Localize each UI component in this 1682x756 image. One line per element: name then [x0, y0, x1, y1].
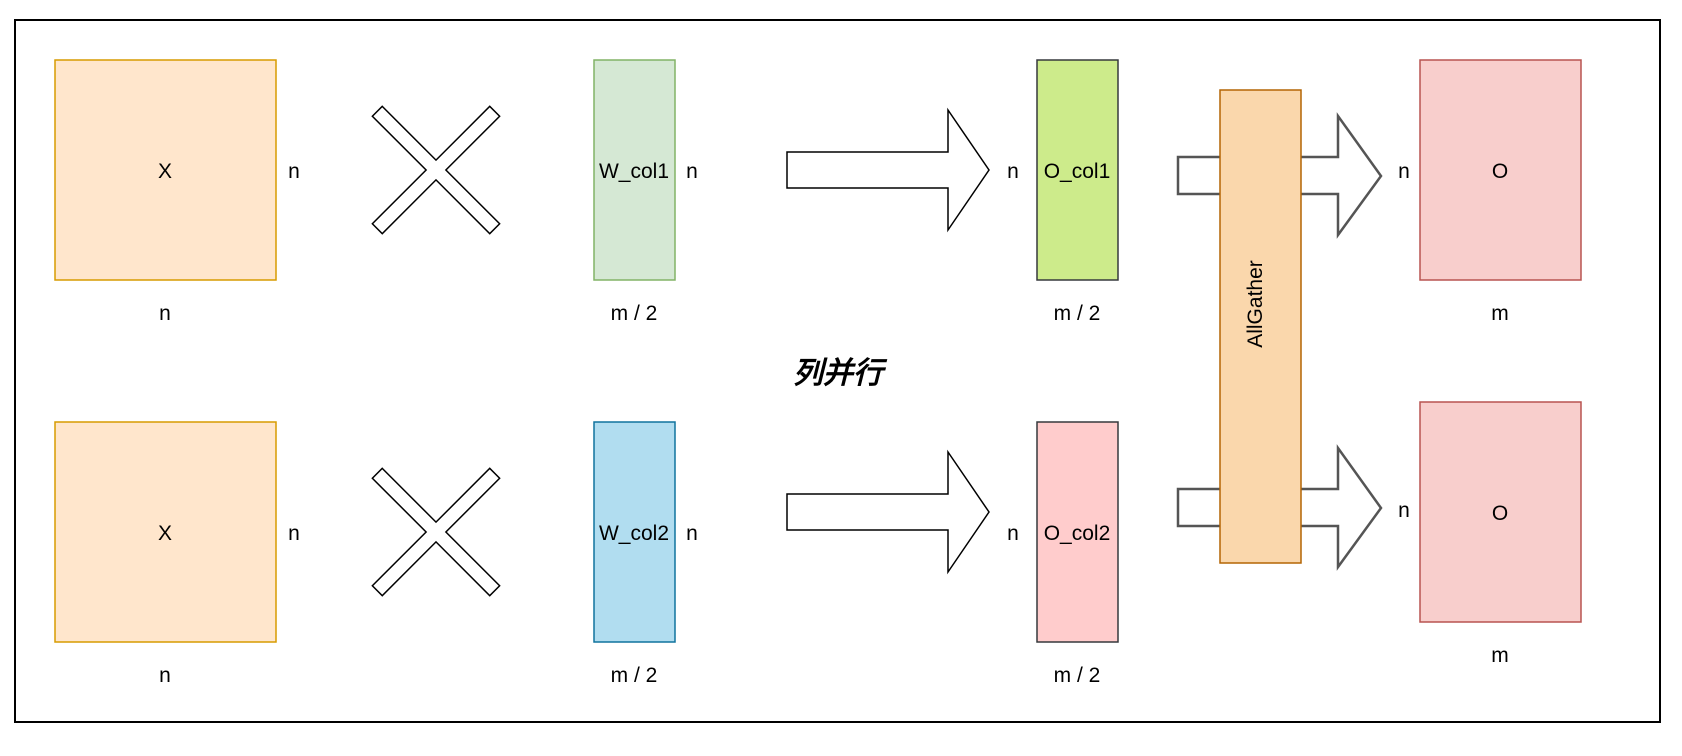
w-col2-side-dim: n: [686, 522, 698, 545]
o-side-dim-row2: n: [1398, 499, 1410, 522]
allgather-input-bracket-row2: [1176, 487, 1220, 528]
x-matrix-row1: [54, 59, 277, 281]
diagram-border: [14, 19, 1661, 723]
o-col1-label: O_col1: [1044, 160, 1111, 183]
w-col1-bottom-dim: m / 2: [611, 302, 658, 325]
x-side-dim-row1: n: [288, 160, 300, 183]
diagram-title: 列并行: [793, 356, 888, 391]
o-matrix-row1: [1419, 59, 1582, 281]
o-col2-label: O_col2: [1044, 522, 1111, 545]
o-bottom-dim-row1: m: [1491, 302, 1509, 325]
o-col2-matrix: [1036, 421, 1119, 643]
o-col1-matrix: [1036, 59, 1119, 281]
o-side-dim-row1: n: [1398, 160, 1410, 183]
w-col2-bottom-dim: m / 2: [611, 664, 658, 687]
right-block-arrow-icon: [786, 449, 990, 575]
w-col1-matrix: [593, 59, 676, 281]
o-col1-side-dim: n: [1007, 160, 1019, 183]
right-block-arrow-icon: [1298, 112, 1383, 239]
x-side-dim-row2: n: [288, 522, 300, 545]
w-col2-matrix: [593, 421, 676, 643]
allgather-label: AllGather: [1244, 260, 1267, 348]
o-label-row1: O: [1492, 160, 1508, 183]
multiply-cross-icon: [371, 467, 501, 597]
x-label-row2: X: [158, 522, 172, 545]
allgather-block: [1219, 89, 1302, 564]
x-bottom-dim-row1: n: [159, 302, 171, 325]
w-col1-label: W_col1: [599, 160, 669, 183]
w-col1-side-dim: n: [686, 160, 698, 183]
o-col2-bottom-dim: m / 2: [1054, 664, 1101, 687]
o-label-row2: O: [1492, 502, 1508, 525]
right-block-arrow-icon: [786, 107, 990, 233]
x-bottom-dim-row2: n: [159, 664, 171, 687]
x-label-row1: X: [158, 160, 172, 183]
o-col1-bottom-dim: m / 2: [1054, 302, 1101, 325]
multiply-cross-icon: [371, 105, 501, 235]
o-col2-side-dim: n: [1007, 522, 1019, 545]
right-block-arrow-icon: [1298, 444, 1383, 571]
o-bottom-dim-row2: m: [1491, 644, 1509, 667]
allgather-input-bracket-row1: [1176, 155, 1220, 196]
o-matrix-row2: [1419, 401, 1582, 623]
x-matrix-row2: [54, 421, 277, 643]
w-col2-label: W_col2: [599, 522, 669, 545]
